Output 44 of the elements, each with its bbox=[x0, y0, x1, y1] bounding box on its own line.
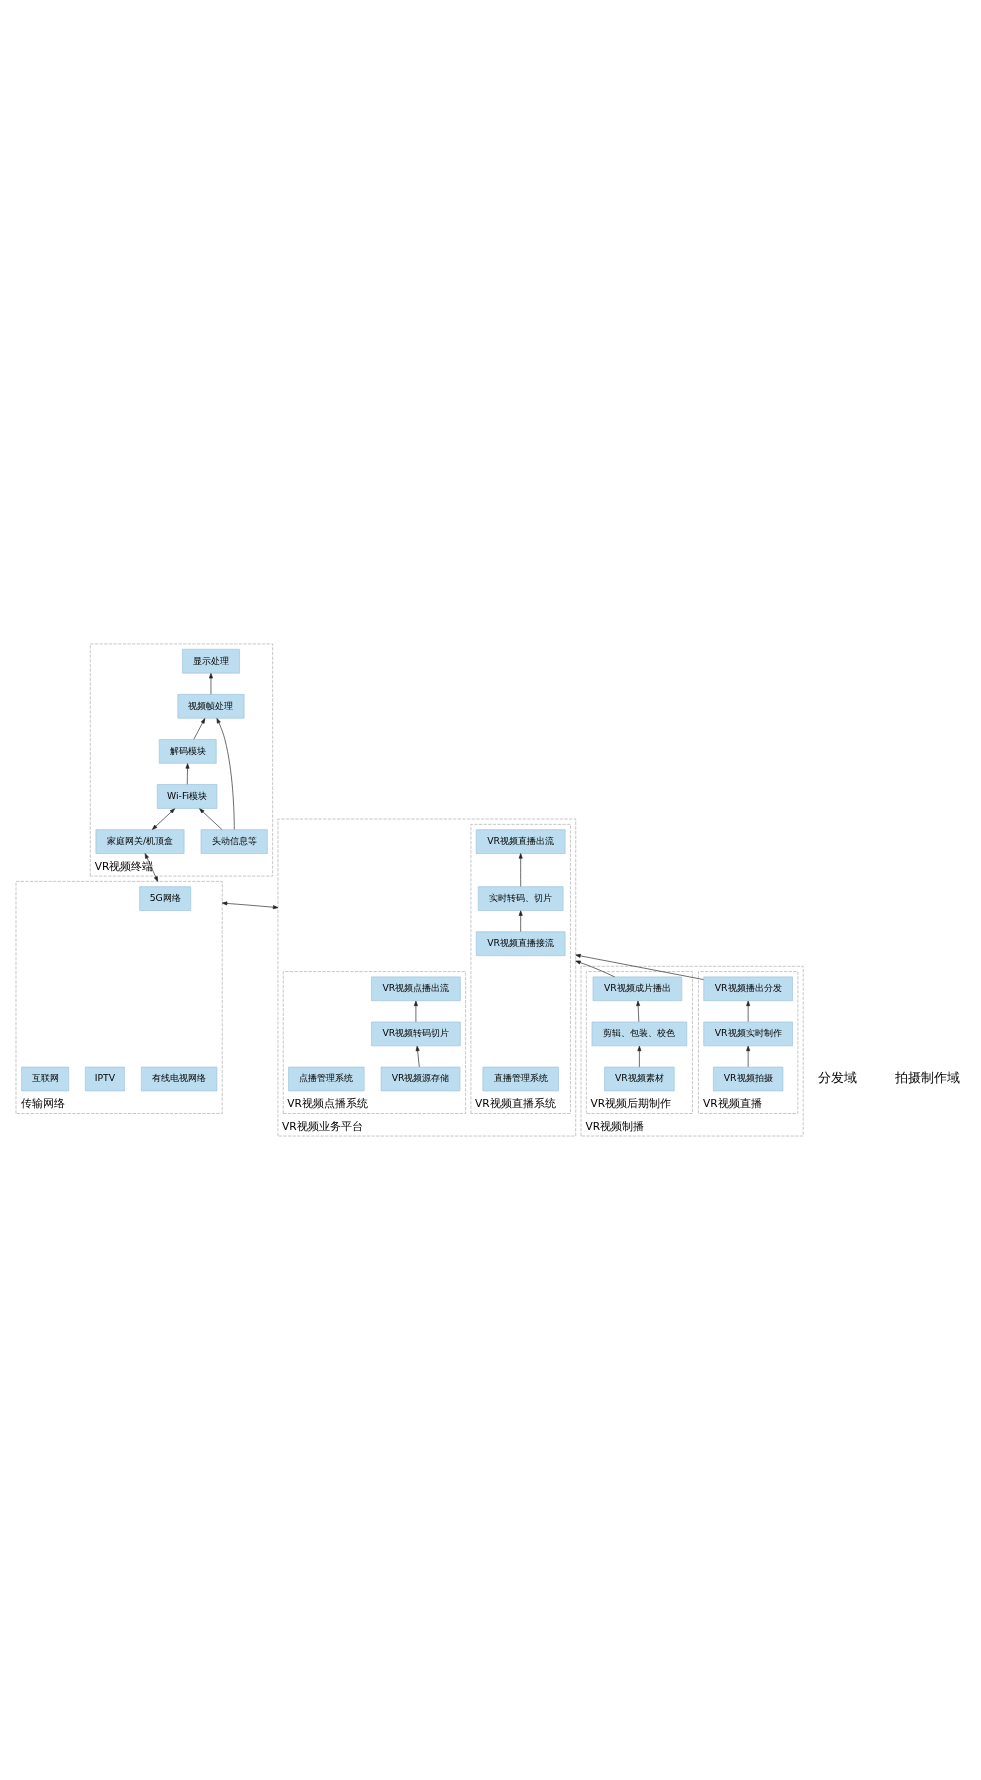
arrow bbox=[518, 853, 523, 887]
arrow bbox=[152, 808, 175, 830]
node-box: VR视频直播出流 bbox=[475, 829, 566, 854]
label: 拍摄制作域 bbox=[894, 1070, 960, 1086]
arrow bbox=[216, 718, 235, 830]
node-box: 互联网 bbox=[21, 1066, 70, 1092]
node-box: 直播管理系统 bbox=[482, 1066, 559, 1092]
node-box: 有线电视网络 bbox=[141, 1066, 218, 1092]
node-box: 家庭网关/机顶盒 bbox=[95, 829, 185, 854]
node-box: IPTV bbox=[84, 1066, 125, 1092]
node-box: VR视频直播接流 bbox=[475, 931, 566, 956]
node-box: 实时转码、切片 bbox=[477, 886, 564, 911]
node-box: 点播管理系统 bbox=[288, 1066, 365, 1092]
node-box: VR视频播出分发 bbox=[703, 976, 793, 1002]
node-box: VR视频成片播出 bbox=[592, 976, 683, 1002]
arrow bbox=[413, 1000, 418, 1023]
arrow bbox=[575, 960, 615, 978]
arrow bbox=[415, 1045, 420, 1068]
arrow bbox=[209, 673, 213, 695]
node-box: VR视频素材 bbox=[604, 1066, 675, 1092]
node-box: VR视频转码切片 bbox=[371, 1021, 461, 1047]
arrow bbox=[193, 718, 206, 740]
node-box: VR视频拍摄 bbox=[713, 1066, 784, 1092]
node-box: VR视频点播出流 bbox=[371, 976, 461, 1002]
node-box: VR视频实时制作 bbox=[703, 1021, 793, 1047]
node-box: 视频帧处理 bbox=[177, 694, 245, 719]
node-box: 头动信息等 bbox=[200, 829, 268, 854]
node-box: 显示处理 bbox=[182, 648, 240, 674]
arrow bbox=[185, 763, 190, 785]
arrow bbox=[746, 1000, 751, 1023]
arrow bbox=[199, 808, 223, 830]
node-box: Wi-Fi模块 bbox=[156, 784, 218, 809]
arrow bbox=[575, 953, 704, 980]
node-box: VR视频源存储 bbox=[380, 1066, 461, 1092]
arrow bbox=[637, 1045, 642, 1068]
node-box: 解码模块 bbox=[158, 739, 217, 764]
node-box: 5G网络 bbox=[139, 886, 192, 911]
arrow bbox=[221, 901, 279, 910]
arrow bbox=[518, 910, 523, 932]
arrow bbox=[636, 1000, 641, 1023]
label: 分发域 bbox=[818, 1070, 858, 1086]
arrow bbox=[746, 1045, 751, 1068]
arrow bbox=[144, 853, 159, 882]
node-box: 剪辑、包装、校色 bbox=[591, 1021, 688, 1047]
